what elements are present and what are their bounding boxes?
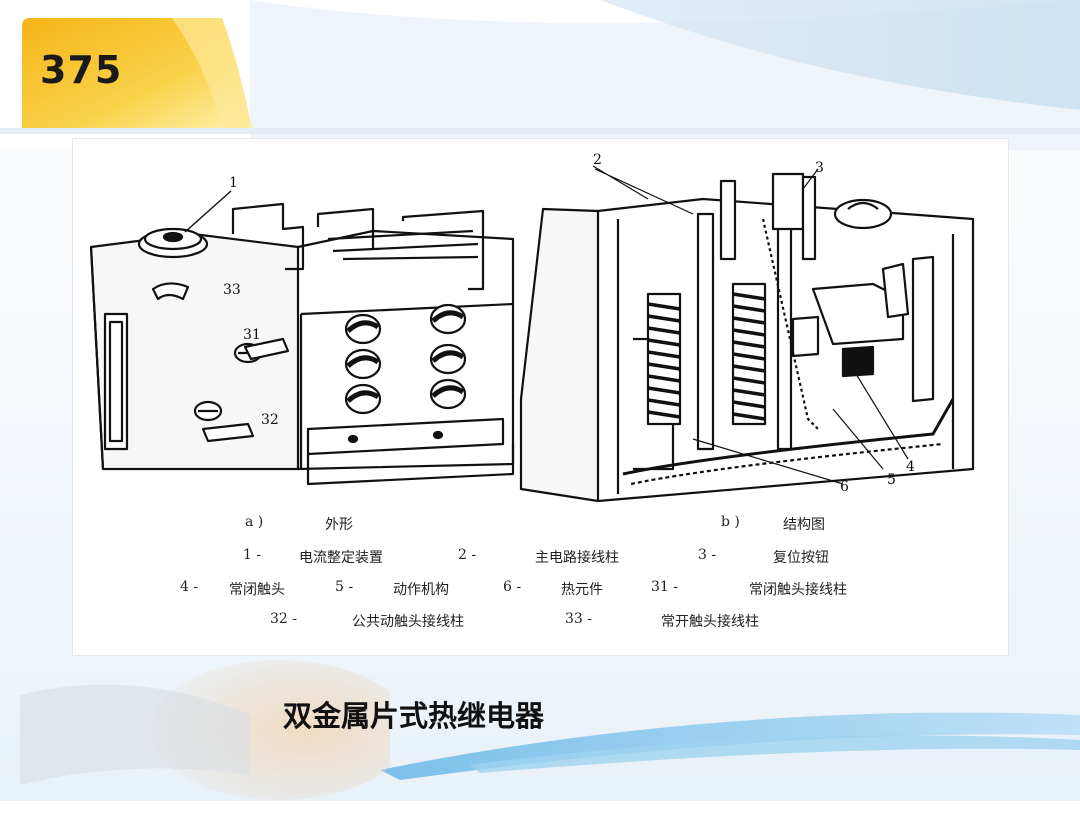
legend-2-text: 主电路接线柱 [535,550,619,566]
callout-4: 4 [906,459,915,475]
legend-31-text: 常闭触头接线柱 [749,582,847,598]
legend-3-text: 复位按钮 [773,550,829,566]
caption-a-letter: a ) [245,514,264,530]
heating-coil-right [731,282,767,426]
callout-6: 6 [840,479,849,495]
relay-drawing: 1 33 31 32 2 3 4 5 6 [89,152,975,503]
hand-decoration [20,660,390,800]
legend-2-num: 2 - [458,547,477,563]
legend-5-num: 5 - [335,579,354,595]
callout-31: 31 [243,327,261,343]
slide-title: 双金属片式热继电器 [283,699,545,733]
heating-coil-left [646,292,682,426]
legend-6-text: 热元件 [561,582,603,598]
legend-4-num: 4 - [180,579,199,595]
callout-33: 33 [223,282,241,298]
callout-1: 1 [229,175,238,191]
relay-figure: 1 33 31 32 2 3 4 5 6 a ) 外形 b ) 结构图 1 - … [73,139,1008,655]
caption-b-text: 结构图 [783,517,825,533]
caption-a-text: 外形 [325,517,353,533]
legend-32-num: 32 - [270,611,297,627]
legend-3-num: 3 - [698,547,717,563]
callout-32: 32 [261,412,279,428]
legend-33-text: 常开触头接线柱 [661,614,759,630]
legend-5-text: 动作机构 [393,582,449,598]
legend-31-num: 31 - [651,579,678,595]
callout-2: 2 [593,152,602,168]
legend-1-num: 1 - [243,547,262,563]
legend-6-num: 6 - [503,579,522,595]
callout-5: 5 [887,472,896,488]
bottom-swoosh-decoration [0,712,1080,817]
top-swoosh-decoration [0,0,1080,150]
legend-4-text: 常闭触头 [229,582,285,598]
relay-structure-drawing [519,165,975,503]
callout-3: 3 [815,160,824,176]
relay-exterior-drawing [89,190,515,486]
legend-33-num: 33 - [565,611,592,627]
caption-b-letter: b ) [721,514,740,530]
legend-1-text: 电流整定装置 [299,550,383,566]
slide-number: 375 [40,48,123,92]
slide-number-badge [22,18,252,128]
legend-32-text: 公共动触头接线柱 [352,614,464,630]
